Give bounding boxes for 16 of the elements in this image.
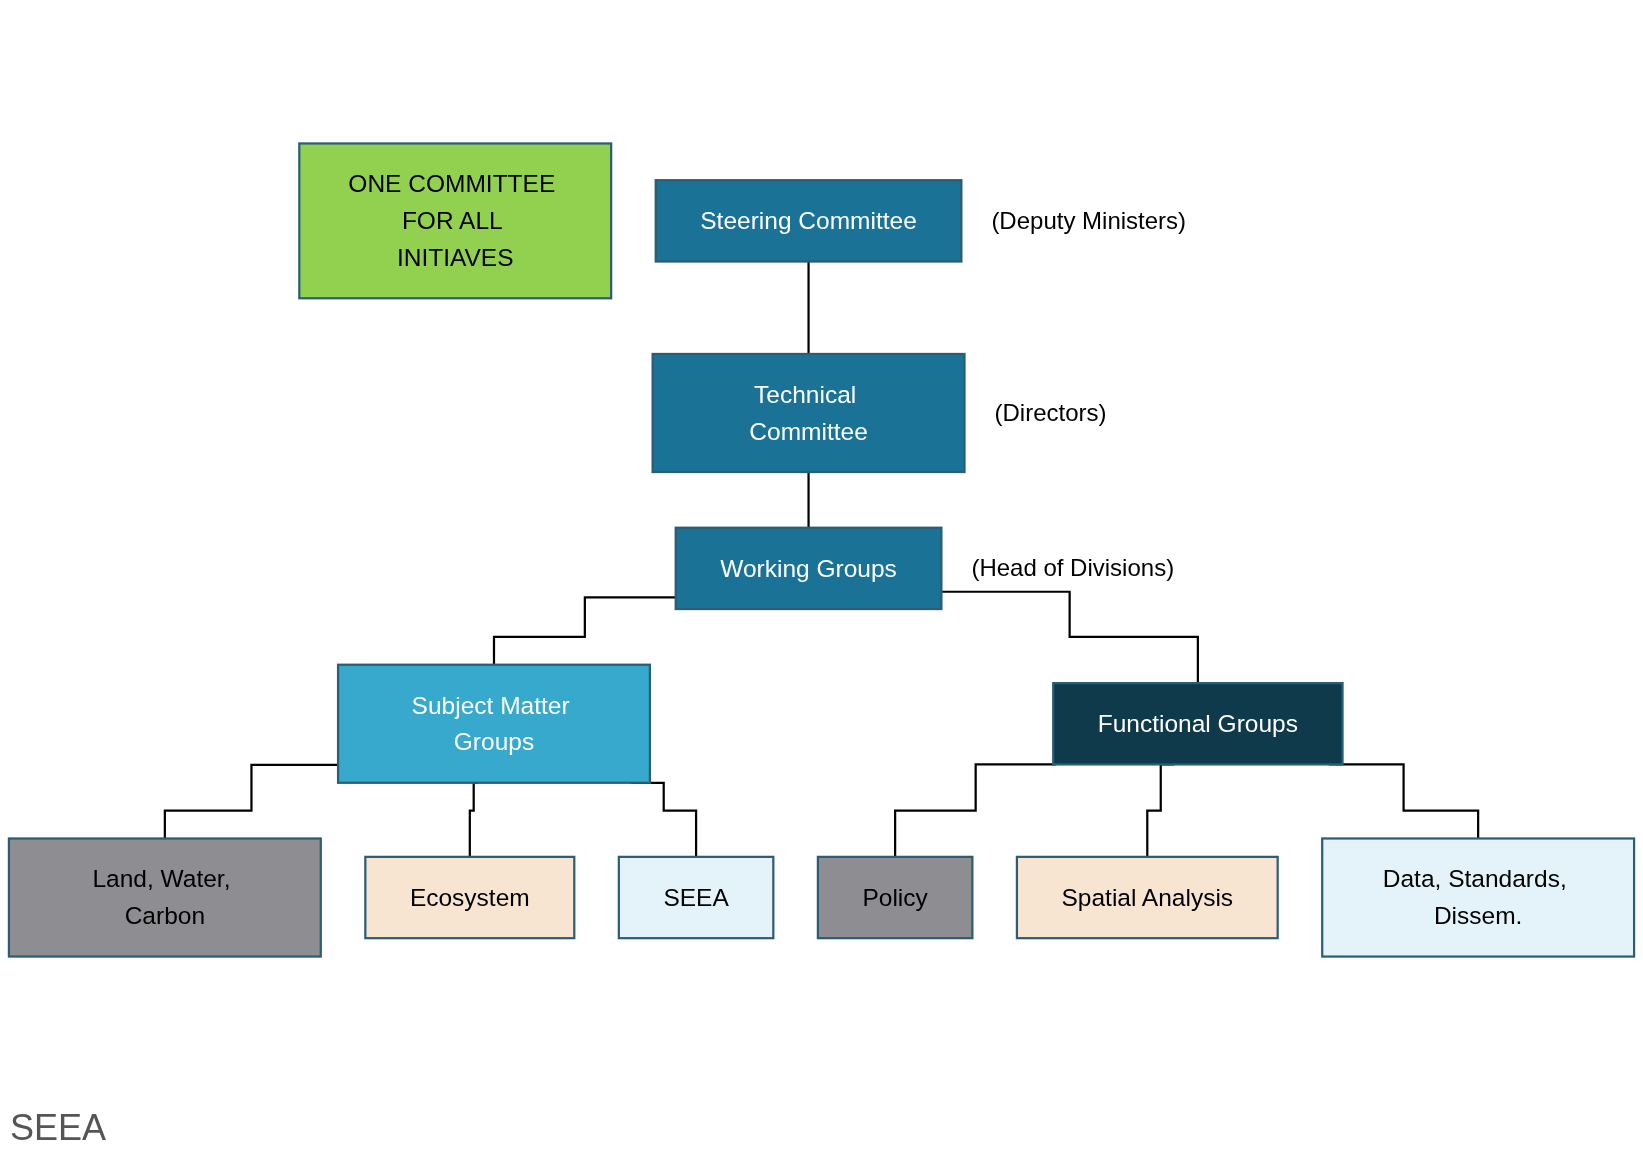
node-box: SEEA [617,855,775,940]
node-box: Land, Water, Carbon [7,837,322,958]
node-box: Steering Committee [654,179,963,263]
role-note: (Directors) [994,399,1107,427]
node-box: Subject Matter Groups [336,663,652,784]
footer-text: SEEA [10,1107,107,1148]
node-box: Functional Groups [1052,682,1344,766]
node-box: ONE COMMITTEE FOR ALL INITIAVES [298,142,613,300]
node-box: Data, Standards, Dissem. [1321,837,1636,958]
node-box: Ecosystem [364,855,576,940]
node-box: Spatial Analysis [1015,855,1279,940]
role-note: (Deputy Ministers) [991,206,1187,235]
node-box: Technical Committee [651,352,966,474]
role-note: (Head of Divisions) [971,554,1175,583]
node-box: Policy [816,855,974,940]
node-box: Working Groups [674,526,943,611]
